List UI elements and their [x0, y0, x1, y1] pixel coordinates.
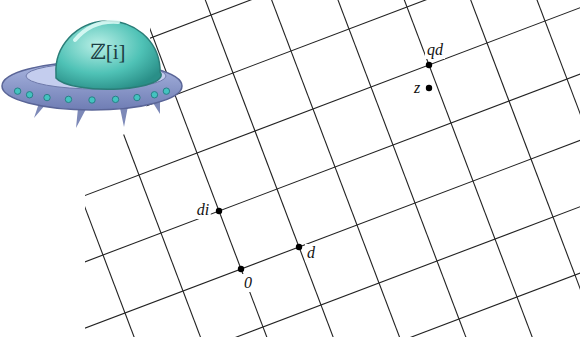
- ufo-glare: [75, 22, 118, 40]
- ufo-lights: [14, 88, 169, 103]
- ufo-light: [14, 88, 20, 94]
- grid-line: [259, 0, 580, 337]
- ufo-label: ℤ[i]: [88, 41, 127, 64]
- grid-line: [27, 0, 580, 337]
- grid-line: [201, 0, 580, 337]
- grid-line: [375, 0, 580, 337]
- grid-line: [549, 0, 580, 337]
- ufo-dome: [56, 21, 161, 89]
- grid-line: [0, 287, 580, 337]
- grid-line: [0, 113, 580, 337]
- point-label: d: [305, 244, 317, 262]
- lattice-point: [238, 266, 244, 272]
- grid-line: [0, 0, 455, 337]
- grid-line: [0, 0, 397, 337]
- point-label: z: [412, 79, 422, 97]
- grid-line: [0, 0, 580, 193]
- ufo-light: [134, 94, 140, 100]
- grid-line: [0, 0, 223, 337]
- point-label: di: [195, 201, 211, 219]
- ufo-light: [163, 88, 169, 94]
- point-label: 0: [242, 274, 254, 292]
- grid-line: [0, 0, 49, 337]
- grid-line: [0, 229, 580, 337]
- grid-line: [0, 0, 580, 251]
- grid-line: [0, 0, 580, 135]
- grid-line: [491, 0, 580, 337]
- ufo-light: [65, 96, 71, 102]
- ufo-light: [89, 97, 95, 103]
- lattice-point: [426, 62, 432, 68]
- ufo-light: [26, 92, 32, 98]
- grid-line: [317, 0, 580, 337]
- ufo-light: [44, 94, 50, 100]
- ufo-light: [151, 92, 157, 98]
- grid-line: [0, 0, 339, 337]
- grid-line: [0, 0, 580, 19]
- grid-line: [85, 0, 580, 337]
- grid-line: [0, 0, 580, 309]
- grid-line: [433, 0, 580, 337]
- lattice-point: [296, 244, 302, 250]
- grid-line: [0, 0, 281, 337]
- grid-line: [0, 0, 165, 337]
- ufo-light: [112, 96, 118, 102]
- grid-line: [0, 171, 580, 337]
- point-label: qd: [425, 41, 445, 59]
- ufo-illustration: [2, 21, 182, 128]
- lattice-point: [426, 85, 432, 91]
- lattice-point: [216, 208, 222, 214]
- grid-line: [143, 0, 580, 337]
- grid-line: [0, 0, 513, 337]
- grid-line: [0, 55, 580, 337]
- lattice-points: [216, 62, 432, 272]
